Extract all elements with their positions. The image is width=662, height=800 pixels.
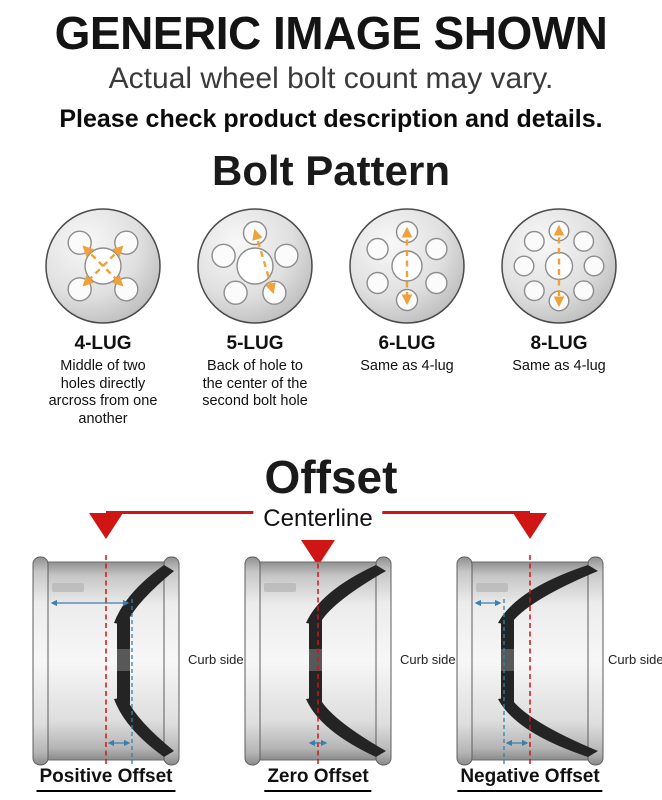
- lug-description: Back of hole to the center of the second…: [202, 358, 308, 410]
- 6-lug-wheel-icon: [349, 208, 465, 324]
- lug-label: 8-LUG: [530, 333, 588, 354]
- lug-label: 5-LUG: [226, 333, 284, 354]
- bolt-pattern-title: Bolt Pattern: [211, 147, 450, 194]
- negative-offset-diagram: [456, 555, 604, 767]
- 4-lug-wheel-icon: [45, 208, 161, 324]
- lug-description: Same as 4-lug: [512, 358, 606, 374]
- subtitle-text: Actual wheel bolt count may vary.: [108, 62, 554, 95]
- lug-label: 6-LUG: [378, 333, 436, 354]
- 5-lug-wheel-icon: [197, 208, 313, 324]
- lug-label: 4-LUG: [74, 333, 132, 354]
- bolt-pattern-item-6lug: 6-LUG Same as 4-lug: [340, 206, 474, 429]
- positive-offset-diagram: [32, 555, 180, 767]
- curb-side-label: Curb side: [188, 652, 244, 667]
- centerline-pointer-right-icon: [513, 513, 547, 539]
- bolt-pattern-item-5lug: 5-LUG Back of hole to the center of the …: [188, 206, 322, 429]
- positive-offset-label: Positive Offset: [36, 766, 176, 792]
- centerline-pointer-left-icon: [89, 513, 123, 539]
- centerline-label: Centerline: [253, 505, 383, 533]
- page-title: GENERIC IMAGE SHOWN: [54, 7, 608, 59]
- curb-side-label: Curb side: [608, 652, 662, 667]
- offset-title: Offset: [264, 451, 398, 503]
- zero-offset-diagram: [244, 555, 392, 767]
- curb-side-label: Curb side: [400, 652, 456, 667]
- zero-offset-label: Zero Offset: [264, 766, 372, 792]
- bolt-pattern-row: 4-LUG Middle of two holes directly arcro…: [0, 206, 662, 429]
- bolt-pattern-item-4lug: 4-LUG Middle of two holes directly arcro…: [36, 206, 170, 429]
- 8-lug-wheel-icon: [501, 208, 617, 324]
- note-text: Please check product description and det…: [59, 105, 603, 133]
- bolt-pattern-item-8lug: 8-LUG Same as 4-lug: [492, 206, 626, 429]
- lug-description: Same as 4-lug: [360, 358, 454, 374]
- lug-description: Middle of two holes directly arcross fro…: [48, 358, 158, 428]
- negative-offset-label: Negative Offset: [457, 766, 603, 792]
